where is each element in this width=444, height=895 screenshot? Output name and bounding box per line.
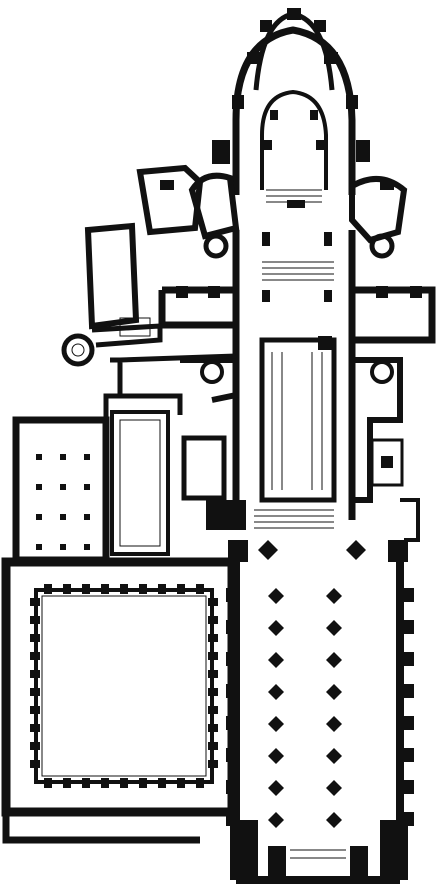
- nave-pier: [326, 780, 342, 796]
- cloister-buttress: [196, 584, 204, 594]
- nave-pier: [326, 588, 342, 604]
- cloister-buttress: [196, 778, 204, 788]
- chapter-house-column: [60, 484, 66, 490]
- cloister-buttress: [120, 584, 128, 594]
- cloister-buttress: [30, 760, 40, 768]
- cloister-buttress: [208, 688, 218, 696]
- chapter-house-column: [84, 484, 90, 490]
- cloister-buttress: [208, 670, 218, 678]
- cloister-buttress: [30, 706, 40, 714]
- chapter-house-column: [36, 514, 42, 520]
- nave-pier: [268, 684, 284, 700]
- nave-buttress: [396, 716, 414, 730]
- nave-buttress: [226, 780, 240, 794]
- cloister-buttress: [177, 778, 185, 788]
- cloister-buttress: [120, 778, 128, 788]
- cloister-buttress: [30, 598, 40, 606]
- north-annex: [61, 222, 237, 395]
- nave-pier: [268, 716, 284, 732]
- nave-buttress: [226, 748, 240, 762]
- nave-buttress: [226, 620, 240, 634]
- crossing-piers: [206, 500, 408, 562]
- cloister-buttress: [82, 778, 90, 788]
- cloister-buttress: [30, 652, 40, 660]
- cloister-buttress: [63, 584, 71, 594]
- nave-pier: [326, 684, 342, 700]
- nave-pier: [326, 620, 342, 636]
- cloister-buttress: [82, 584, 90, 594]
- cloister-buttress: [63, 778, 71, 788]
- nave-pier: [326, 812, 342, 828]
- cloister-buttress: [30, 742, 40, 750]
- nave-pier: [326, 652, 342, 668]
- cloister-buttress: [177, 584, 185, 594]
- cloister-buttress: [30, 616, 40, 624]
- nave-buttress: [226, 716, 240, 730]
- nave-pier: [268, 652, 284, 668]
- nave-buttress: [396, 748, 414, 762]
- nave-pier: [326, 748, 342, 764]
- cloister-arcade: [30, 584, 218, 788]
- cloister-buttress: [208, 616, 218, 624]
- cloister-buttress: [158, 778, 166, 788]
- cloister-buttress: [208, 742, 218, 750]
- chapter-house-column: [84, 514, 90, 520]
- nave-pier: [268, 620, 284, 636]
- cloister-buttress: [30, 724, 40, 732]
- nave-buttress: [396, 652, 414, 666]
- cloister-buttress: [208, 724, 218, 732]
- chapter-house-column: [36, 544, 42, 550]
- chapter-house-column: [36, 484, 42, 490]
- cloister-buttress: [44, 584, 52, 594]
- nave-buttress: [396, 780, 414, 794]
- nave-buttress: [396, 588, 414, 602]
- chapter-house-column: [84, 544, 90, 550]
- nave-pier: [326, 716, 342, 732]
- cloister-buttress: [139, 778, 147, 788]
- cloister-buttress: [208, 652, 218, 660]
- chapter-house-column: [60, 514, 66, 520]
- chapter-house-column: [36, 454, 42, 460]
- cloister-buttress: [101, 584, 109, 594]
- nave-buttresses: [226, 588, 414, 826]
- cloister-buttress: [208, 706, 218, 714]
- chapter-house-columns: [36, 454, 90, 550]
- cloister-buttress: [30, 634, 40, 642]
- nave: [226, 560, 414, 884]
- cloister-buttress: [101, 778, 109, 788]
- radiating-chapels: [136, 164, 408, 259]
- nave-buttress: [226, 652, 240, 666]
- nave-pier: [268, 748, 284, 764]
- cloister-buttress: [44, 778, 52, 788]
- chapter-house-column: [60, 454, 66, 460]
- nave-piers: [268, 588, 342, 828]
- chapter-house-column: [84, 454, 90, 460]
- nave-pier: [268, 588, 284, 604]
- nave-buttress: [396, 684, 414, 698]
- cloister-buttress: [158, 584, 166, 594]
- cloister-buttress: [208, 760, 218, 768]
- nave-buttress: [226, 684, 240, 698]
- chapter-house-column: [60, 544, 66, 550]
- nave-pier: [268, 780, 284, 796]
- apse: [212, 8, 370, 208]
- nave-pier: [268, 812, 284, 828]
- cloister-buttress: [30, 688, 40, 696]
- transepts: [158, 286, 436, 542]
- cloister-buttress: [208, 598, 218, 606]
- cloister-buttress: [208, 634, 218, 642]
- cloister-buttress: [139, 584, 147, 594]
- cloister-buttress: [30, 670, 40, 678]
- nave-buttress: [226, 588, 240, 602]
- nave-buttress: [396, 620, 414, 634]
